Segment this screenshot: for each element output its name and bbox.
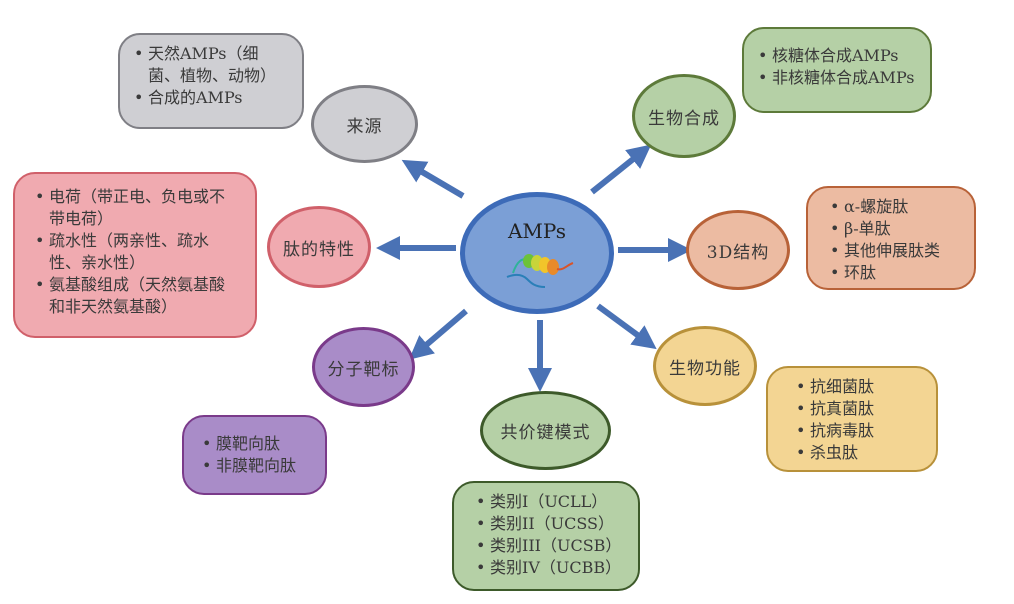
node-peptide-properties: 肽的特性 (267, 206, 371, 288)
center-node-amps: AMPs (460, 192, 614, 314)
list-item: 电荷（带正电、负电或不带电荷） (33, 186, 237, 230)
list-item: 类别III（UCSB） (474, 535, 621, 557)
list-item: 类别IV（UCBB） (474, 557, 621, 579)
arrow-to-biosynthesis (590, 144, 652, 195)
node-label: 3D结构 (706, 242, 770, 263)
list-item: 合成的AMPs (132, 87, 290, 109)
box-source: 天然AMPs（细菌、植物、动物）合成的AMPs (118, 33, 304, 129)
arrow-to-biological-function (596, 303, 657, 350)
list-item: 抗真菌肽 (794, 398, 910, 420)
arrow-to-molecular-target (408, 308, 468, 360)
node-label: 分子靶标 (327, 359, 400, 380)
list-item: 其他伸展肽类 (828, 240, 954, 262)
list-item: 非膜靶向肽 (200, 455, 309, 477)
box-covalent-bond-mode: 类别I（UCLL）类别II（UCSS）类别III（UCSB）类别IV（UCBB） (452, 481, 640, 591)
list-item: 类别I（UCLL） (474, 491, 618, 513)
node-label: 来源 (346, 116, 383, 137)
list-item: 环肽 (828, 262, 954, 284)
center-label: AMPs (507, 219, 567, 243)
node-label: 肽的特性 (283, 239, 355, 260)
list-item: 类别II（UCSS） (474, 513, 618, 535)
node-label: 生物合成 (648, 108, 720, 129)
list-item: 氨基酸组成（天然氨基酸和非天然氨基酸） (33, 274, 237, 318)
list-item: 抗细菌肽 (794, 376, 910, 398)
node-3d-structure: 3D结构 (686, 210, 790, 290)
box-biosynthesis: 核糖体合成AMPs非核糖体合成AMPs (742, 27, 932, 113)
node-covalent-bond-mode: 共价键模式 (480, 391, 611, 470)
list-item: 核糖体合成AMPs (756, 45, 918, 67)
arrow-to-source (401, 159, 465, 199)
list-item: 杀虫肽 (794, 442, 910, 464)
node-molecular-target: 分子靶标 (312, 327, 415, 407)
box-biological-function: 抗细菌肽抗真菌肽抗病毒肽杀虫肽 (766, 366, 938, 472)
node-biosynthesis: 生物合成 (632, 74, 736, 158)
box-3d-structure: α-螺旋肽β-单肽其他伸展肽类环肽 (806, 186, 976, 290)
list-item: β-单肽 (828, 218, 954, 240)
arrows-group (376, 144, 692, 392)
node-biological-function: 生物功能 (653, 326, 757, 406)
protein-helix-icon (506, 254, 574, 288)
list-item: 非核糖体合成AMPs (756, 67, 918, 89)
box-molecular-target: 膜靶向肽非膜靶向肽 (182, 415, 327, 495)
list-item: 疏水性（两亲性、疏水性、亲水性） (33, 230, 237, 274)
list-item: α-螺旋肽 (828, 196, 954, 218)
list-item: 天然AMPs（细菌、植物、动物） (132, 43, 290, 87)
node-source: 来源 (311, 85, 418, 163)
node-label: 生物功能 (669, 358, 741, 379)
list-item: 膜靶向肽 (200, 433, 309, 455)
node-label: 共价键模式 (500, 423, 591, 443)
list-item: 抗病毒肽 (794, 420, 910, 442)
box-peptide-properties: 电荷（带正电、负电或不带电荷）疏水性（两亲性、疏水性、亲水性）氨基酸组成（天然氨… (13, 172, 257, 338)
